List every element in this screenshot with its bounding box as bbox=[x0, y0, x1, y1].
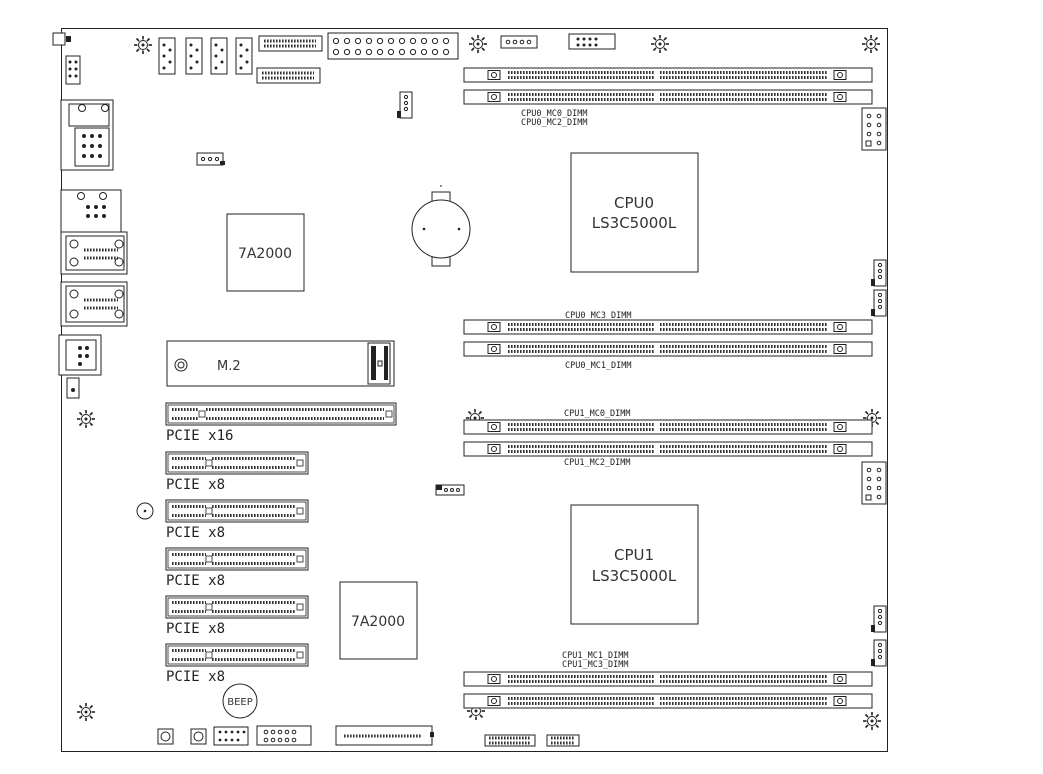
rear-io-panel bbox=[58, 99, 128, 399]
pcie-x8-label-5: PCIE x8 bbox=[166, 669, 225, 685]
beep-label: BEEP bbox=[227, 697, 253, 708]
pcie-x8-label-3: PCIE x8 bbox=[166, 573, 225, 589]
top-headers bbox=[158, 32, 616, 119]
fan-header-left bbox=[196, 152, 225, 166]
dimm-label-cpu0-mc1: CPU0_MC1_DIMM bbox=[565, 361, 632, 371]
bridge-top-label: 7A2000 bbox=[238, 246, 292, 262]
pcie-x8-label-2: PCIE x8 bbox=[166, 525, 225, 541]
pcie-x16-label: PCIE x16 bbox=[166, 428, 233, 444]
dimm-label-cpu1-mc2: CPU1_MC2_DIMM bbox=[564, 458, 631, 468]
cpu0-name: CPU0 bbox=[614, 194, 654, 212]
dimm-label-cpu1-mc3: CPU1_MC3_DIMM bbox=[562, 660, 629, 670]
pcie-x8-label-1: PCIE x8 bbox=[166, 477, 225, 493]
board-outline bbox=[61, 28, 888, 752]
cpu0-model: LS3C5000L bbox=[592, 214, 677, 232]
bridge-bottom-label: 7A2000 bbox=[351, 614, 405, 630]
dimm-label-cpu1-mc1: CPU1_MC1_DIMM bbox=[562, 651, 629, 661]
pcie-x16-slot bbox=[165, 402, 397, 426]
beeper: BEEP bbox=[222, 683, 258, 719]
pcie-x8-label-4: PCIE x8 bbox=[166, 621, 225, 637]
dimm-label-cpu0-mc3: CPU0_MC3_DIMM bbox=[565, 311, 632, 321]
m2-slot: M.2 bbox=[166, 340, 395, 387]
dimm-label-cpu0-mc0: CPU0_MC0_DIMM bbox=[521, 109, 588, 119]
bridge-chip-top: 7A2000 bbox=[226, 213, 305, 292]
standoff-left bbox=[136, 502, 154, 520]
fan-header-middle bbox=[435, 484, 465, 496]
dimm-label-cpu1-mc0: CPU1_MC0_DIMM bbox=[564, 409, 631, 419]
cpu1-model: LS3C5000L bbox=[592, 567, 677, 585]
m2-label: M.2 bbox=[217, 359, 241, 374]
dimm-label-cpu0-mc2: CPU0_MC2_DIMM bbox=[521, 118, 588, 128]
cpu1-name: CPU1 bbox=[614, 546, 654, 564]
cpu0-socket: CPU0 LS3C5000L bbox=[570, 152, 699, 273]
cpu1-socket: CPU1 LS3C5000L bbox=[570, 504, 699, 625]
cmos-battery bbox=[411, 185, 471, 267]
bridge-chip-bottom: 7A2000 bbox=[339, 581, 418, 660]
bottom-headers bbox=[157, 725, 580, 747]
right-headers bbox=[861, 107, 887, 667]
jumper-top-left bbox=[52, 32, 81, 85]
